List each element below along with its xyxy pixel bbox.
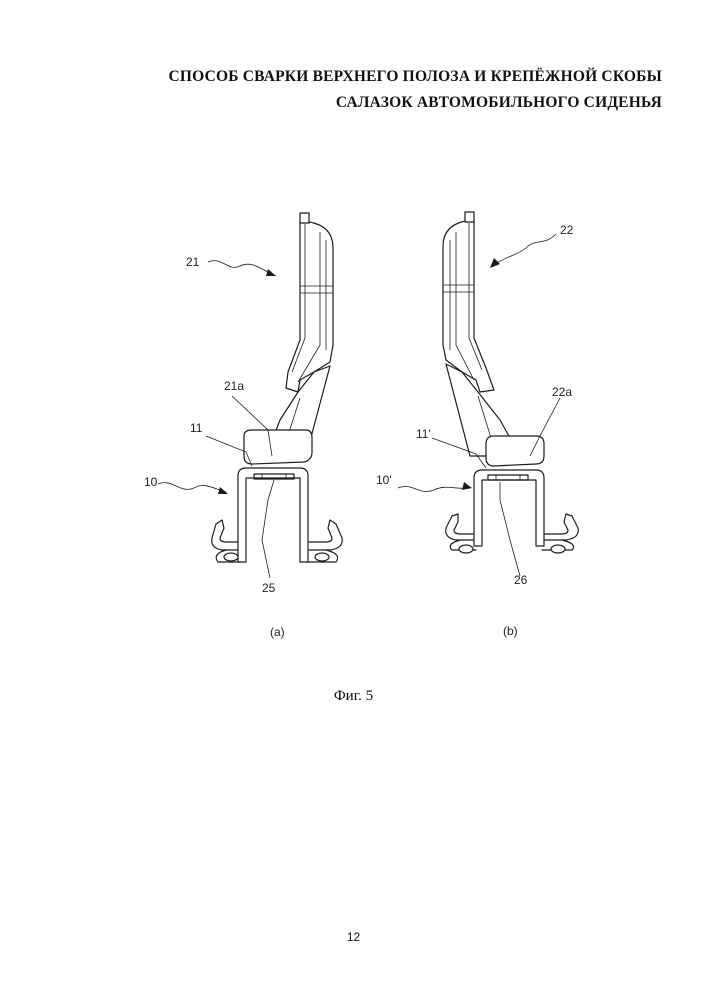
label-21a: 21a bbox=[224, 379, 244, 393]
bracket-10 bbox=[212, 468, 343, 562]
sublabel-a: (a) bbox=[270, 625, 285, 639]
label-25: 25 bbox=[262, 581, 276, 595]
figure-caption: Фиг. 5 bbox=[0, 688, 707, 705]
page-number: 12 bbox=[0, 930, 707, 944]
upper-rail-22 bbox=[443, 212, 544, 466]
label-22a: 22a bbox=[552, 385, 572, 399]
label-22: 22 bbox=[560, 223, 574, 237]
sublabel-b: (b) bbox=[503, 624, 518, 638]
label-26: 26 bbox=[514, 573, 528, 587]
upper-rail-21 bbox=[244, 213, 333, 464]
label-11: 11 bbox=[190, 421, 203, 435]
label-10-prime: 10' bbox=[376, 473, 392, 487]
label-21: 21 bbox=[186, 255, 200, 269]
label-11-prime: 11' bbox=[416, 427, 431, 441]
label-10: 10 bbox=[144, 475, 158, 489]
bracket-10-prime bbox=[446, 470, 579, 553]
